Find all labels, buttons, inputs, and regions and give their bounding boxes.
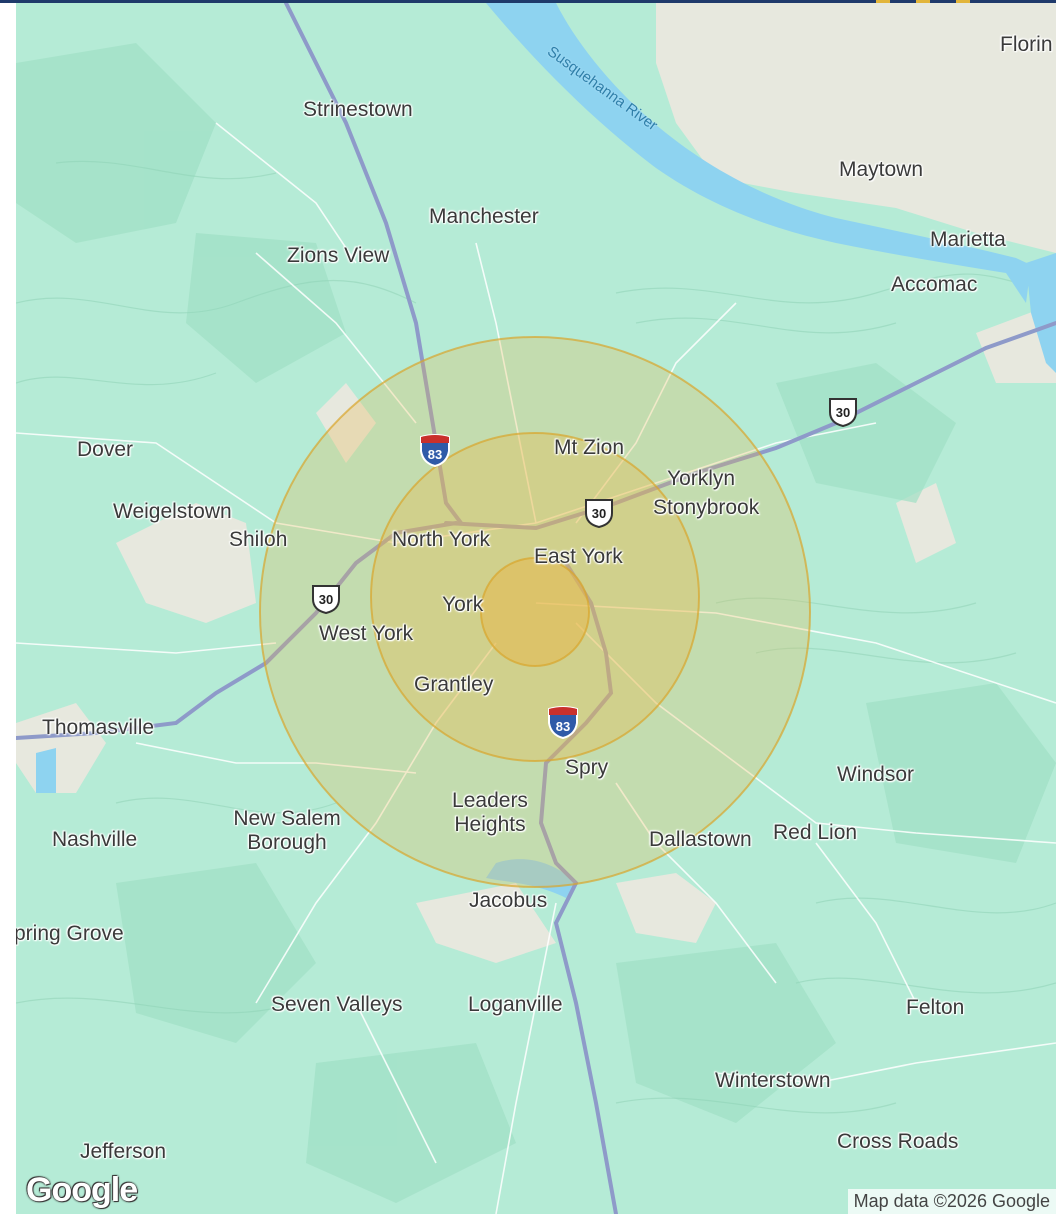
place-spring-grove[interactable]: pring Grove [16,922,124,945]
urban-areas [16,3,1056,963]
susquehanna-river [486,3,1031,303]
interstate-shield-number: 83 [428,447,442,462]
place-jacobus[interactable]: Jacobus [469,889,548,912]
us-30-west [16,521,458,740]
accent-tick [916,0,930,3]
us-route-shield-number: 30 [319,592,333,607]
place-jefferson[interactable]: Jefferson [80,1140,166,1163]
terrain-lines [16,160,1056,1114]
place-west-york[interactable]: West York [319,622,414,645]
us-route-shield-icon: 30 [829,398,857,428]
place-florin[interactable]: Florin [1000,33,1053,56]
us-route-shield-icon: 30 [312,585,340,615]
top-accent-bar [0,0,1056,3]
place-accomac[interactable]: Accomac [891,273,978,296]
place-weigelstown[interactable]: Weigelstown [113,500,232,523]
place-red-lion[interactable]: Red Lion [773,821,858,844]
river-east [1026,253,1056,373]
place-yorklyn[interactable]: Yorklyn [667,467,736,490]
interstate-shield-icon: 83 [420,434,450,467]
place-loganville[interactable]: Loganville [468,993,563,1016]
place-nashville[interactable]: Nashville [52,828,138,851]
small-lake [36,748,56,793]
local-roads [16,122,1056,1214]
place-zions-view[interactable]: Zions View [287,244,390,267]
place-marietta[interactable]: Marietta [930,228,1006,251]
place-grantley[interactable]: Grantley [414,673,494,696]
accent-tick [956,0,970,3]
interstate-shield-icon: 83 [548,706,578,739]
place-dallastown[interactable]: Dallastown [649,828,752,851]
place-leaders-line1: Leaders [452,789,528,812]
place-maytown[interactable]: Maytown [839,158,924,181]
map-basemap [16,3,1056,1214]
map-canvas[interactable]: Susquehanna River Florin Strinestown May… [16,3,1056,1214]
place-new-salem-line1: New Salem [233,807,341,830]
place-leaders-line2: Heights [454,813,526,836]
us-route-shield-icon: 30 [585,499,613,529]
place-mt-zion[interactable]: Mt Zion [554,436,625,459]
place-winterstown[interactable]: Winterstown [715,1069,831,1092]
place-thomasville[interactable]: Thomasville [42,716,155,739]
place-felton[interactable]: Felton [906,996,965,1019]
place-seven-valleys[interactable]: Seven Valleys [271,993,403,1016]
us-route-shield-number: 30 [592,506,606,521]
place-new-salem[interactable]: New Salem Borough [223,807,351,855]
place-strinestown[interactable]: Strinestown [303,98,413,121]
us-route-shield-number: 30 [836,405,850,420]
inner-radius-circle [480,557,590,667]
place-leaders-heights[interactable]: Leaders Heights [441,789,539,837]
google-logo[interactable]: Google [26,1171,138,1209]
place-north-york[interactable]: North York [392,528,491,551]
place-shiloh[interactable]: Shiloh [229,528,288,551]
place-york[interactable]: York [442,593,484,616]
place-windsor[interactable]: Windsor [837,763,915,786]
place-new-salem-line2: Borough [247,831,327,854]
accent-tick [876,0,890,3]
us-30-east [444,321,1056,531]
interstate-83-south [538,561,618,1214]
interstate-83-north [284,3,463,525]
map-attribution[interactable]: Map data ©2026 Google [847,1189,1056,1214]
place-dover[interactable]: Dover [77,438,134,461]
place-east-york[interactable]: East York [534,545,623,568]
lake-williams [486,859,576,898]
place-stonybrook[interactable]: Stonybrook [653,496,760,519]
forest-areas [16,43,1056,1203]
highways [16,3,1056,1214]
place-cross-roads[interactable]: Cross Roads [837,1130,959,1153]
place-manchester[interactable]: Manchester [429,205,539,228]
place-spry[interactable]: Spry [565,756,609,779]
interstate-shield-number: 83 [556,719,570,734]
